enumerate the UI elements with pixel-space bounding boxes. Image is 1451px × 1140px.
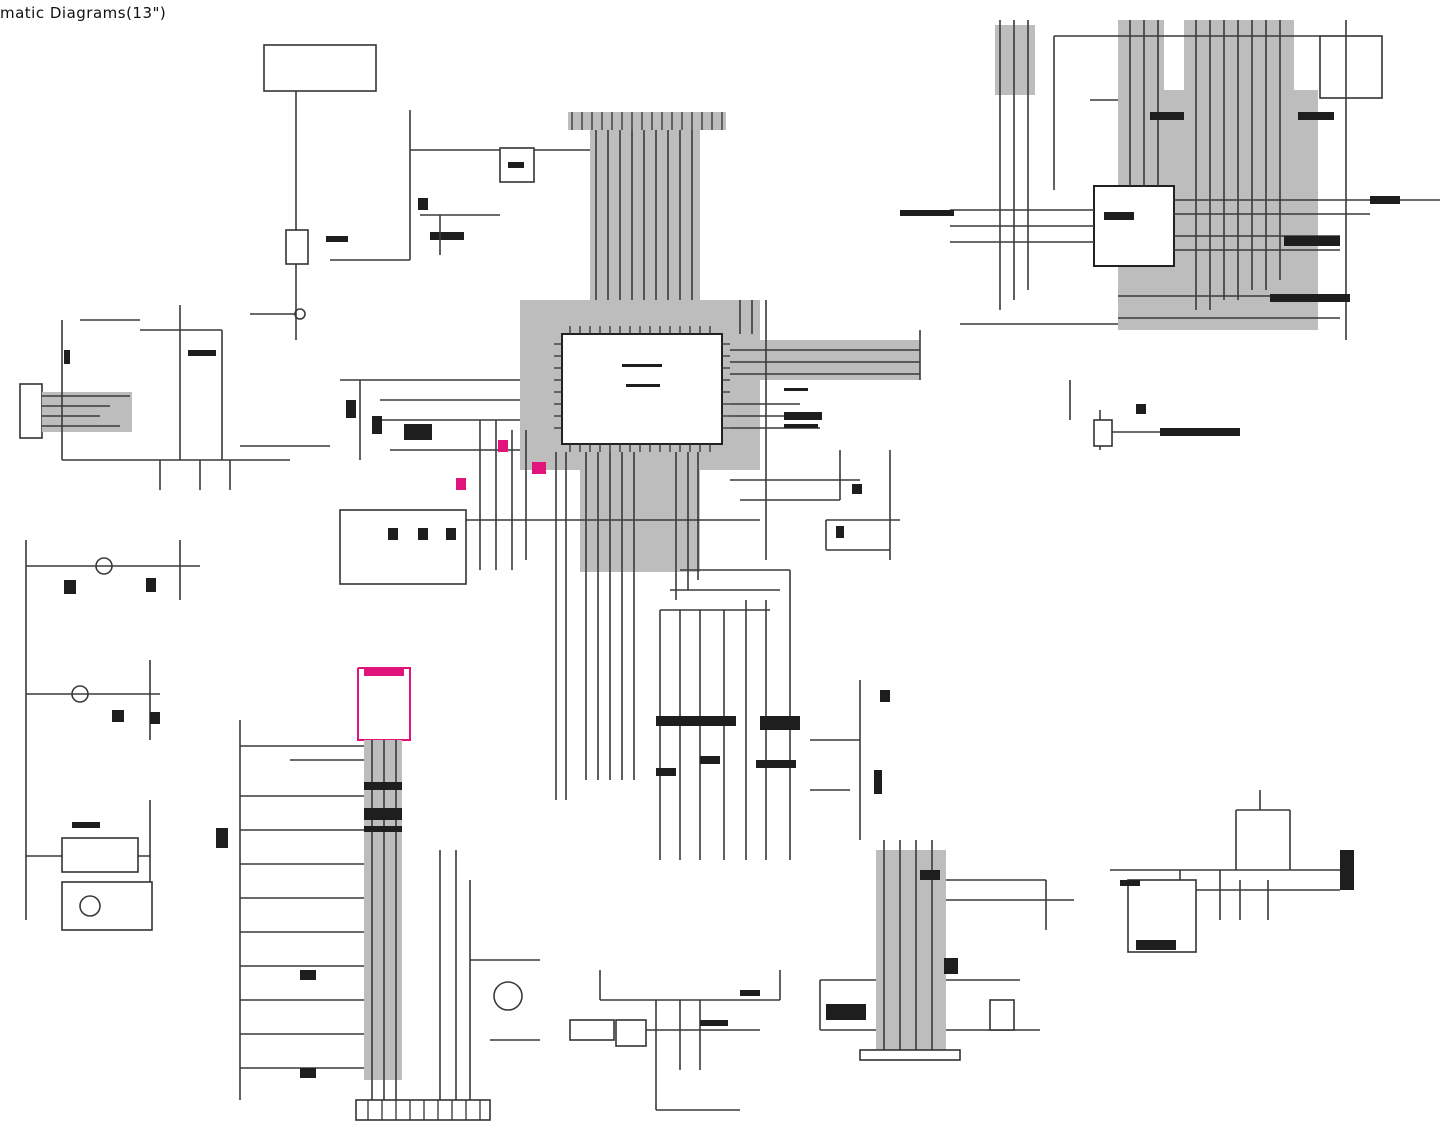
regulator-block [569,970,781,1111]
dual-connector-block [819,840,1074,1061]
top-left-block [250,44,590,340]
left-connector-block [19,305,330,490]
top-right-ic-block [900,20,1440,340]
page-title: matic Diagrams(13") [0,4,167,22]
main-controller-ic [520,112,921,800]
middle-left-cluster [339,379,760,585]
resistor-bank [656,569,890,860]
bottom-right-ic-block [1110,790,1354,953]
lower-connector-block [216,667,540,1121]
center-right-components [730,450,900,560]
lower-left-components [25,540,200,931]
crystal-block [1069,380,1240,450]
